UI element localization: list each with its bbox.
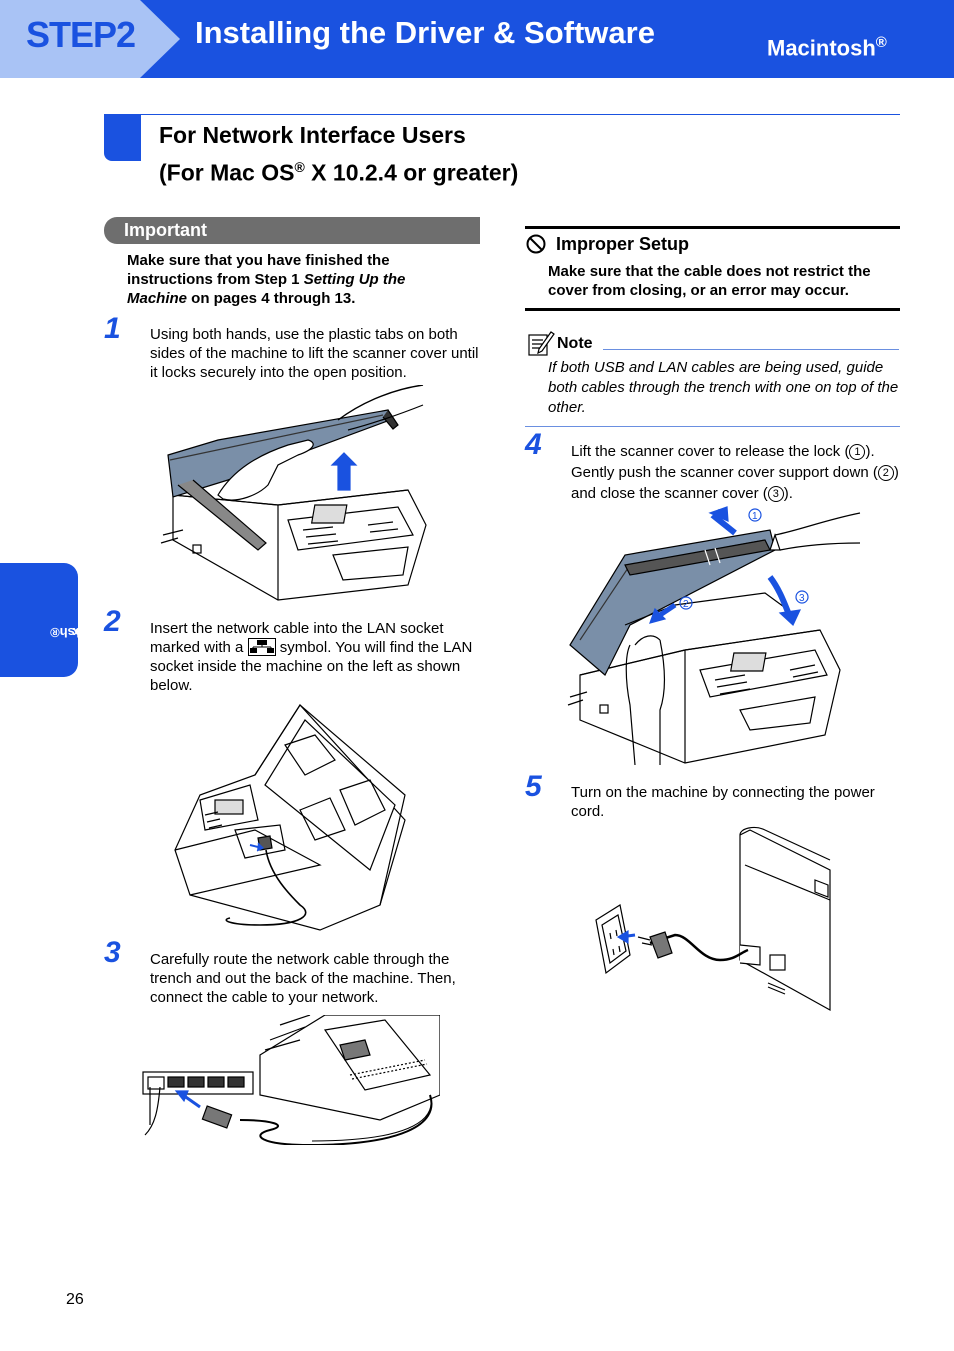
- step-number-3: 3: [104, 936, 121, 969]
- page-header: STEP2 Installing the Driver & Software M…: [0, 0, 954, 78]
- step-badge: [0, 0, 180, 78]
- improper-setup-title: Improper Setup: [556, 234, 690, 254]
- note-title: Note: [557, 335, 593, 352]
- improper-setup-box: [525, 226, 900, 311]
- page-title: Installing the Driver & Software: [195, 15, 655, 50]
- step-number-1: 1: [104, 312, 121, 345]
- step-text-1: Using both hands, use the plastic tabs o…: [150, 326, 479, 381]
- note-pencil-icon: [528, 331, 555, 356]
- step-text-5: Turn on the machine by connecting the po…: [571, 784, 875, 820]
- side-tab-label: Macintosh®Network: [50, 625, 124, 640]
- illustration-connect-power-cord: [595, 826, 831, 1012]
- illustration-lift-scanner-cover: [160, 385, 427, 601]
- os-label: Macintosh®: [767, 34, 887, 61]
- note-rule: [603, 349, 899, 350]
- side-tab: [0, 563, 78, 677]
- important-bar: [104, 217, 480, 244]
- note-rule-bottom: [525, 426, 900, 427]
- note-text: If both USB and LAN cables are being use…: [548, 359, 899, 416]
- step-number-4: 4: [525, 428, 542, 461]
- step-label: STEP2: [26, 14, 136, 55]
- callout-2: 2: [683, 599, 689, 610]
- section-title: For Network Interface Users (For Mac OS®…: [159, 122, 519, 186]
- illustration-route-cable-to-hub: [142, 1015, 440, 1145]
- improper-setup-text: Make sure that the cable does not restri…: [548, 263, 871, 299]
- step-text-2: Insert the network cable into the LAN so…: [150, 620, 473, 694]
- important-text: Make sure that you have finished the ins…: [127, 252, 406, 307]
- step-text-4: Lift the scanner cover to release the lo…: [571, 443, 899, 502]
- illustration-close-scanner-cover: 1 2 3: [567, 506, 861, 766]
- callout-1: 1: [752, 511, 758, 522]
- section-tab: [104, 114, 141, 161]
- illustration-insert-lan-cable: [174, 704, 406, 931]
- lan-symbol-icon: [247, 638, 276, 656]
- step-number-2: 2: [104, 605, 121, 638]
- step-text-3: Carefully route the network cable throug…: [150, 951, 456, 1006]
- section-rule: [104, 114, 900, 115]
- page-number: 26: [66, 1291, 84, 1308]
- step-number-5: 5: [525, 770, 542, 803]
- important-label: Important: [124, 220, 207, 240]
- callout-3: 3: [799, 593, 805, 604]
- prohibited-icon: [526, 234, 546, 254]
